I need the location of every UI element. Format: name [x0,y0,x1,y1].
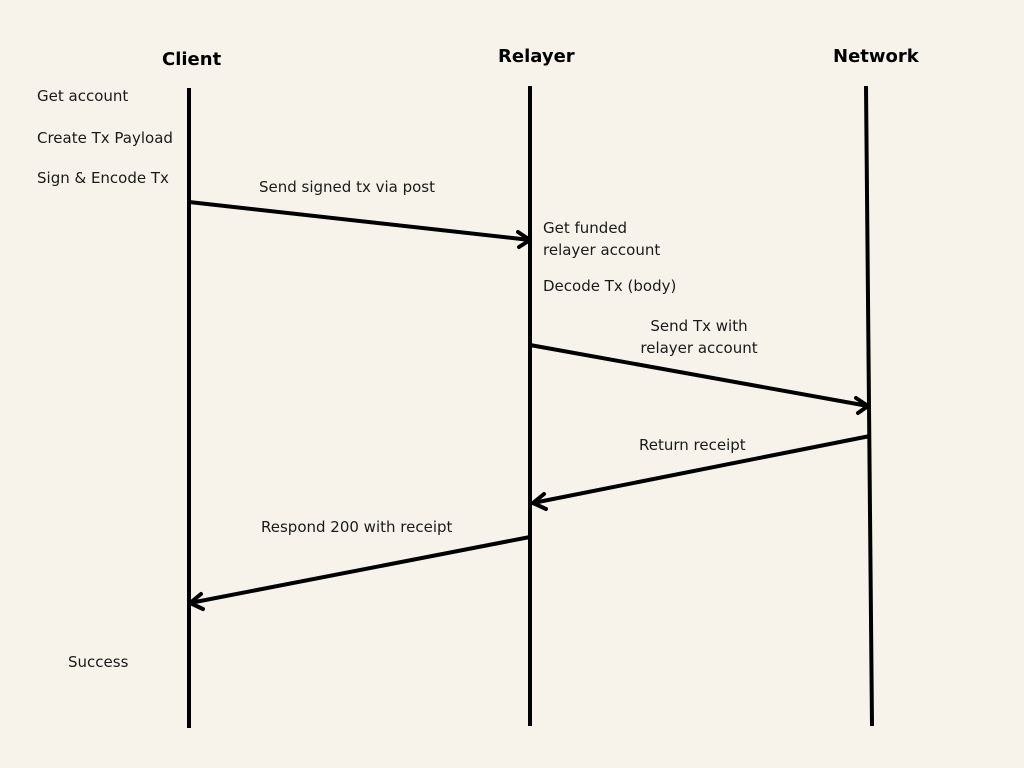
arrow-return-receipt [531,434,871,511]
network-title: Network [833,46,919,67]
step-get-account: Get account [37,87,129,105]
label-return-receipt: Return receipt [639,436,746,454]
client-title: Client [162,49,222,70]
label-send-with-relayer: Send Tx with relayer account [640,317,758,357]
arrow-send-with-relayer [529,343,870,415]
step-create-payload: Create Tx Payload [37,129,173,147]
step-sign-encode: Sign & Encode Tx [37,169,169,187]
step-get-funded: Get funded relayer account [543,219,661,259]
relayer-title: Relayer [498,46,575,67]
arrow-send-signed [188,200,532,249]
step-success: Success [68,653,129,671]
label-respond-200: Respond 200 with receipt [261,518,453,536]
step-decode: Decode Tx (body) [543,277,677,295]
arrow-respond-200 [188,535,531,611]
label-send-signed: Send signed tx via post [259,178,436,196]
